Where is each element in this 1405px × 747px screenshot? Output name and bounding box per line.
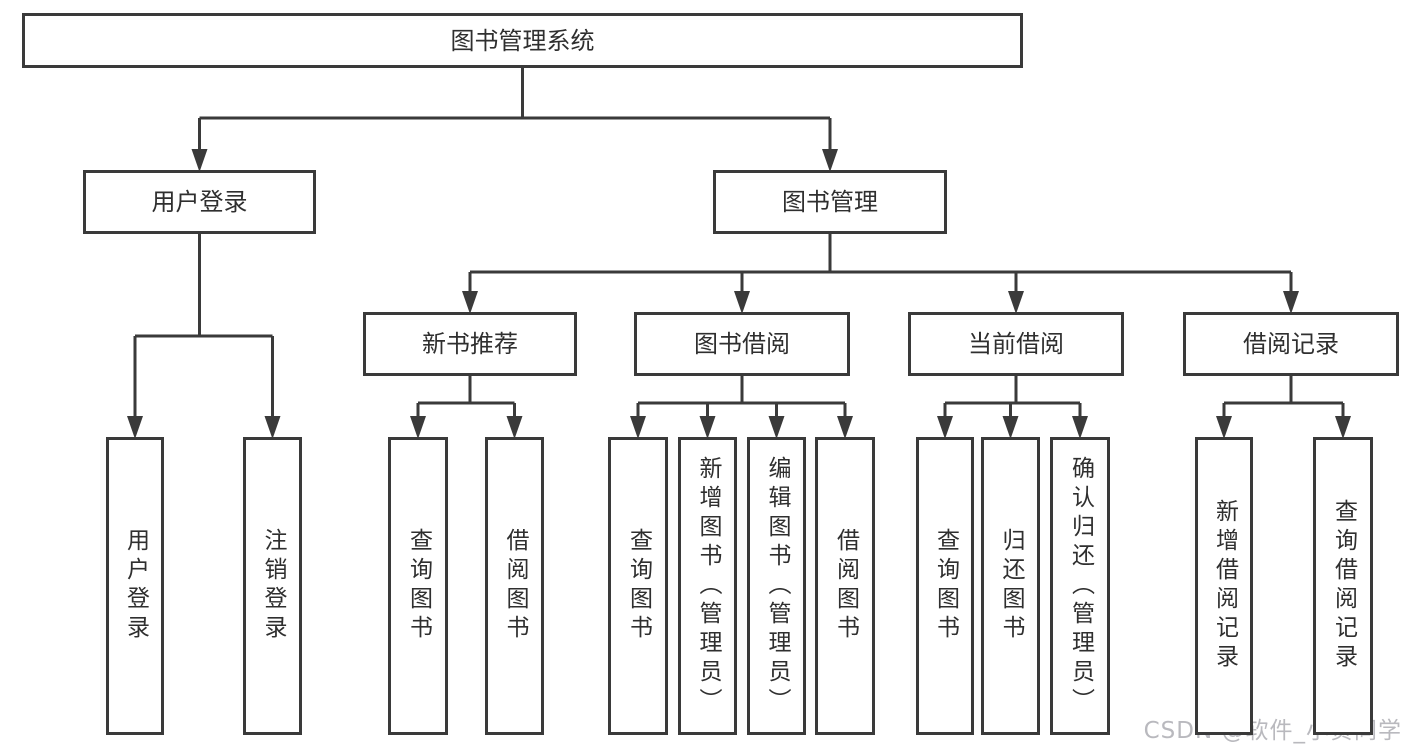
node-leaf-logout: 注销登录 xyxy=(243,437,302,735)
arrowhead-icon xyxy=(127,416,143,439)
arrowhead-icon xyxy=(506,416,523,439)
node-leaf-user-login: 用户登录 xyxy=(106,437,164,735)
node-book-borrow: 图书借阅 xyxy=(634,312,850,376)
arrowhead-icon xyxy=(191,149,208,172)
arrowhead-icon xyxy=(1008,291,1024,314)
node-leaf-bb-edit: 编辑图书（管理员） xyxy=(747,437,806,735)
arrowhead-icon xyxy=(1335,416,1351,439)
arrowhead-icon xyxy=(837,416,853,439)
node-leaf-bb-query: 查询图书 xyxy=(608,437,668,735)
node-new-book-rec: 新书推荐 xyxy=(363,312,577,376)
arrowhead-icon xyxy=(1002,416,1019,439)
node-user-login: 用户登录 xyxy=(83,170,316,234)
arrowhead-icon xyxy=(1216,416,1232,439)
node-leaf-bb-add: 新增图书（管理员） xyxy=(678,437,737,735)
arrowhead-icon xyxy=(630,416,646,439)
arrowhead-icon xyxy=(937,416,953,439)
arrowhead-icon xyxy=(1072,416,1088,439)
arrowhead-icon xyxy=(768,416,785,439)
arrowhead-icon xyxy=(822,149,838,172)
arrowhead-icon xyxy=(264,416,281,439)
node-leaf-br-add: 新增借阅记录 xyxy=(1195,437,1253,735)
node-book-mgmt: 图书管理 xyxy=(713,170,947,234)
node-leaf-nb-borrow: 借阅图书 xyxy=(485,437,544,735)
node-root: 图书管理系统 xyxy=(22,13,1023,68)
node-leaf-cb-return: 归还图书 xyxy=(981,437,1040,735)
arrowhead-icon xyxy=(410,416,426,439)
node-leaf-cb-query: 查询图书 xyxy=(916,437,974,735)
arrowhead-icon xyxy=(734,291,750,314)
node-current-borrow: 当前借阅 xyxy=(908,312,1124,376)
node-leaf-cb-confirm: 确认归还（管理员） xyxy=(1050,437,1110,735)
node-leaf-br-query: 查询借阅记录 xyxy=(1313,437,1373,735)
node-borrow-records: 借阅记录 xyxy=(1183,312,1399,376)
node-leaf-nb-query: 查询图书 xyxy=(388,437,448,735)
arrowhead-icon xyxy=(462,291,478,314)
node-leaf-bb-borrow: 借阅图书 xyxy=(815,437,875,735)
arrowhead-icon xyxy=(1283,291,1299,314)
arrowhead-icon xyxy=(699,416,716,439)
